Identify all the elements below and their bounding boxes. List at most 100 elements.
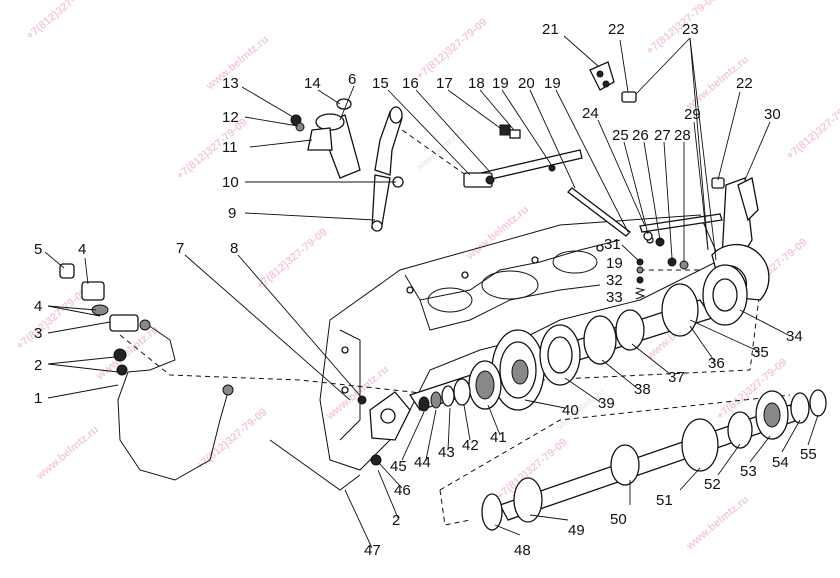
leader-lines <box>44 35 819 549</box>
callout-22: 22 <box>608 21 625 38</box>
callout-40: 40 <box>562 402 579 419</box>
callout-2: 2 <box>392 512 400 529</box>
union-4 <box>81 281 105 301</box>
callout-50: 50 <box>610 511 627 528</box>
watermark-phone: +7(812)327-79-09 <box>174 116 249 182</box>
callout-51: 51 <box>656 492 673 509</box>
plug-28 <box>679 260 689 270</box>
guide-line <box>119 334 441 396</box>
callout-37: 37 <box>668 369 685 386</box>
watermark-phone: +7(812)327-79-09 <box>14 286 89 352</box>
callout-13: 13 <box>222 75 239 92</box>
spring-32 <box>636 276 644 284</box>
callout-39: 39 <box>598 395 615 412</box>
nut-2 <box>113 348 127 362</box>
callout-labels: 1 2 3 4 4 5 6 7 8 9 10 11 12 13 14 15 16… <box>34 21 817 559</box>
callout-1: 1 <box>34 390 42 407</box>
callout-49: 49 <box>568 522 585 539</box>
callout-36: 36 <box>708 355 725 372</box>
ball-19 <box>548 164 556 172</box>
washer-45 <box>418 396 430 412</box>
callout-19: 19 <box>544 75 561 92</box>
counter-shaft-assembly <box>357 264 748 466</box>
callout-2: 2 <box>34 357 42 374</box>
callout-29: 29 <box>684 106 701 123</box>
watermark-site: www.belmtz.ru <box>683 493 751 552</box>
banjo-3 <box>109 314 139 332</box>
oil-line-assembly <box>59 263 361 491</box>
gear-50a <box>610 444 640 486</box>
callout-4: 4 <box>78 241 86 258</box>
callout-9: 9 <box>228 205 236 222</box>
watermark-phone: +7(812)327-79-09 <box>254 226 329 292</box>
washer-42 <box>453 378 471 406</box>
callout-43: 43 <box>438 444 455 461</box>
fork-brackets <box>589 61 770 301</box>
shift-rods <box>463 124 723 270</box>
washer-12 <box>295 122 305 132</box>
callout-15: 15 <box>372 75 389 92</box>
callout-27: 27 <box>654 127 671 144</box>
bolt-22 <box>621 91 637 103</box>
callout-46: 46 <box>394 482 411 499</box>
watermark-faint: www.belmtz.ru <box>414 126 466 172</box>
bushing-52 <box>727 411 753 449</box>
bolt-18 <box>509 129 521 139</box>
callout-47: 47 <box>364 542 381 559</box>
watermark-site: www.belmtz.ru <box>463 203 531 262</box>
callout-17: 17 <box>436 75 453 92</box>
callout-10: 10 <box>222 174 239 191</box>
callout-26: 26 <box>632 127 649 144</box>
spring-27 <box>667 257 677 267</box>
callout-20: 20 <box>518 75 535 92</box>
callout-55: 55 <box>800 446 817 463</box>
callout-42: 42 <box>462 437 479 454</box>
callout-5: 5 <box>34 241 42 258</box>
callout-4: 4 <box>34 298 42 315</box>
callout-48: 48 <box>514 542 531 559</box>
callout-3: 3 <box>34 325 42 342</box>
watermark-phone: +7(812)327-79-09 <box>414 16 489 82</box>
callout-34: 34 <box>786 328 803 345</box>
main-shaft-assembly <box>481 389 827 531</box>
callout-12: 12 <box>222 109 239 126</box>
fork-29 <box>711 243 770 301</box>
watermark-phone: +7(812)327-79-09 <box>24 0 99 42</box>
callout-53: 53 <box>740 463 757 480</box>
spring-33 <box>634 287 646 300</box>
callout-24: 24 <box>582 105 599 122</box>
ring-43 <box>441 385 455 407</box>
callout-32: 32 <box>606 272 623 289</box>
callout-44: 44 <box>414 454 431 471</box>
callout-11: 11 <box>222 139 238 156</box>
callout-16: 16 <box>402 75 419 92</box>
callout-23: 23 <box>682 21 699 38</box>
rod-20 <box>567 187 631 237</box>
ring-25 <box>643 231 653 241</box>
guide-line <box>439 394 791 491</box>
watermark-phone: +7(812)327-79-09 <box>784 96 840 162</box>
guide-line <box>539 289 761 381</box>
callout-33: 33 <box>606 289 623 306</box>
callout-38: 38 <box>634 381 651 398</box>
bolt-22b <box>711 177 725 189</box>
ring-48 <box>481 493 503 531</box>
callout-25: 25 <box>612 127 629 144</box>
callout-41: 41 <box>490 429 507 446</box>
gear-38 <box>583 315 617 365</box>
callout-19: 19 <box>492 75 509 92</box>
callout-35: 35 <box>752 344 769 361</box>
callout-7: 7 <box>176 240 184 257</box>
callout-52: 52 <box>704 476 721 493</box>
rod-24 <box>639 213 723 233</box>
gear-49 <box>513 477 543 523</box>
gear-51 <box>681 418 719 472</box>
callout-6: 6 <box>348 71 356 88</box>
callout-8: 8 <box>230 240 238 257</box>
plate-11 <box>307 127 333 151</box>
callout-18: 18 <box>468 75 485 92</box>
ring-55 <box>809 389 827 417</box>
callout-31: 31 <box>604 236 621 253</box>
guide-line <box>394 124 471 179</box>
